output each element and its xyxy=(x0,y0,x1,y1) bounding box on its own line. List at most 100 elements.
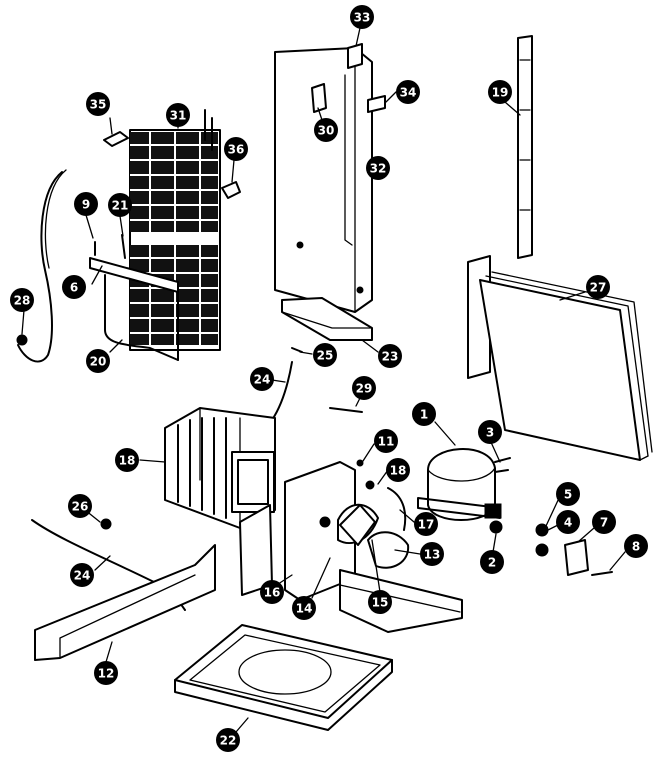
callout-2: 2 xyxy=(480,550,504,574)
callout-badge xyxy=(115,448,139,472)
callout-badge xyxy=(216,728,240,752)
callout-number: 32 xyxy=(370,162,387,176)
callout-badge xyxy=(412,402,436,426)
callout-badge xyxy=(94,661,118,685)
callout-20: 20 xyxy=(86,349,110,373)
callout-badge xyxy=(292,596,316,620)
callout-badge xyxy=(556,510,580,534)
callout-number: 14 xyxy=(296,602,313,616)
callout-number: 30 xyxy=(318,124,335,138)
callout-badge xyxy=(556,482,580,506)
callout-3: 3 xyxy=(478,420,502,444)
callout-badge xyxy=(108,193,132,217)
callout-36: 36 xyxy=(224,137,248,161)
callout-32: 32 xyxy=(366,156,390,180)
callout-badge xyxy=(86,349,110,373)
callout-number: 23 xyxy=(382,350,399,364)
callout-number: 1 xyxy=(420,408,428,422)
callout-badge xyxy=(70,563,94,587)
callout-28: 28 xyxy=(10,288,34,312)
callout-badge xyxy=(86,92,110,116)
callout-number: 19 xyxy=(492,86,509,100)
callout-number: 11 xyxy=(378,435,395,449)
callout-number: 35 xyxy=(90,98,107,112)
callout-9: 9 xyxy=(74,192,98,216)
callout-badge xyxy=(314,118,338,142)
callout-number: 9 xyxy=(82,198,90,212)
callout-number: 24 xyxy=(254,373,271,387)
callout-6: 6 xyxy=(62,275,86,299)
callout-number: 34 xyxy=(400,86,417,100)
callout-badge xyxy=(378,344,402,368)
callout-badge xyxy=(396,80,420,104)
callout-number: 25 xyxy=(317,349,334,363)
callout-number: 20 xyxy=(90,355,107,369)
callout-33: 33 xyxy=(350,5,374,29)
callout-number: 3 xyxy=(486,426,494,440)
drain-pan xyxy=(174,624,393,731)
callout-17: 17 xyxy=(414,512,438,536)
callout-badge xyxy=(480,550,504,574)
callout-number: 8 xyxy=(632,540,640,554)
callout-badge xyxy=(224,137,248,161)
callout-11: 11 xyxy=(374,429,398,453)
callout-number: 24 xyxy=(74,569,91,583)
callout-badge xyxy=(352,376,376,400)
callout-badge xyxy=(74,192,98,216)
callout-number: 12 xyxy=(98,667,115,681)
callout-26: 26 xyxy=(68,494,92,518)
callout-number: 22 xyxy=(220,734,237,748)
callout-4: 4 xyxy=(556,510,580,534)
callout-badge xyxy=(386,458,410,482)
callout-number: 21 xyxy=(112,199,129,213)
callout-number: 33 xyxy=(354,11,371,25)
callout-35: 35 xyxy=(86,92,110,116)
callout-number: 4 xyxy=(564,516,572,530)
callout-14: 14 xyxy=(292,596,316,620)
compressor xyxy=(417,448,511,521)
callout-badge xyxy=(478,420,502,444)
callout-badge xyxy=(68,494,92,518)
condenser-coil xyxy=(129,109,221,351)
callout-number: 15 xyxy=(372,596,389,610)
callout-number: 28 xyxy=(14,294,31,308)
callout-8: 8 xyxy=(624,534,648,558)
fan-assembly xyxy=(284,459,463,633)
callout-number: 6 xyxy=(70,281,78,295)
callout-15: 15 xyxy=(368,590,392,614)
callout-badge xyxy=(250,367,274,391)
callout-badge xyxy=(260,580,284,604)
callout-badge xyxy=(586,275,610,299)
callout-16: 16 xyxy=(260,580,284,604)
callout-number: 17 xyxy=(418,518,435,532)
callout-badge xyxy=(313,343,337,367)
callout-5: 5 xyxy=(556,482,580,506)
callout-29: 29 xyxy=(352,376,376,400)
callout-badge xyxy=(62,275,86,299)
callout-number: 5 xyxy=(564,488,572,502)
callout-badge xyxy=(166,103,190,127)
callout-number: 13 xyxy=(424,548,441,562)
callout-31: 31 xyxy=(166,103,190,127)
callout-number: 2 xyxy=(488,556,496,570)
back-panel xyxy=(274,43,386,313)
callout-25: 25 xyxy=(313,343,337,367)
callout-badge xyxy=(368,590,392,614)
callout-number: 27 xyxy=(590,281,607,295)
callout-19: 19 xyxy=(488,80,512,104)
callout-badge xyxy=(10,288,34,312)
callout-23: 23 xyxy=(378,344,402,368)
callout-24: 24 xyxy=(70,563,94,587)
callout-18: 18 xyxy=(386,458,410,482)
insulation-panel xyxy=(467,255,653,461)
callout-badge xyxy=(414,512,438,536)
callout-number: 26 xyxy=(72,500,89,514)
callout-number: 7 xyxy=(600,516,608,530)
callout-badge xyxy=(592,510,616,534)
callout-12: 12 xyxy=(94,661,118,685)
callout-34: 34 xyxy=(396,80,420,104)
callout-13: 13 xyxy=(420,542,444,566)
